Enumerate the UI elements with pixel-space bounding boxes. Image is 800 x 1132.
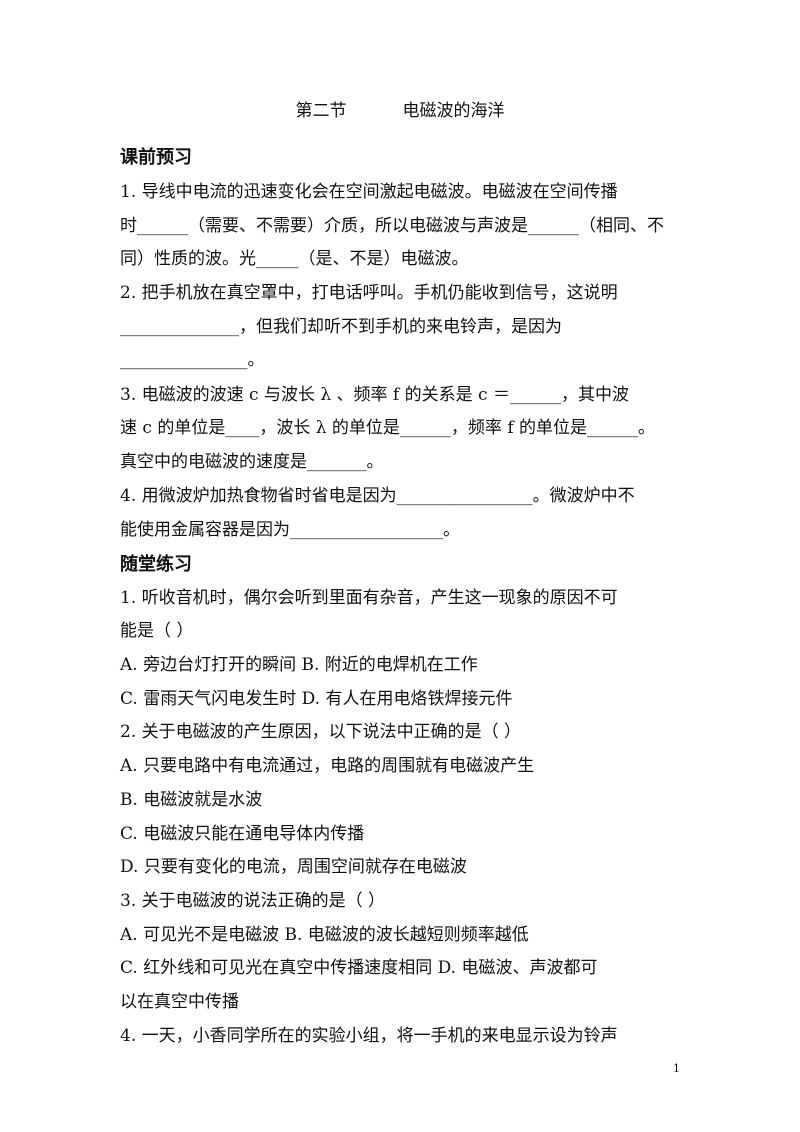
- preview-line: 能使用金属容器是因为__________________。: [120, 520, 460, 540]
- practice-line: 4. 一天，小香同学所在的实验小组，将一手机的来电显示设为铃声: [120, 1026, 618, 1046]
- practice-heading: 随堂练习: [120, 554, 192, 575]
- page-title: 第二节 电磁波的海洋: [0, 96, 800, 121]
- page-number: 1: [673, 1062, 680, 1075]
- practice-line: B. 电磁波就是水波: [120, 790, 263, 810]
- practice-line: C. 红外线和可见光在真空中传播速度相同 D. 电磁波、声波都可: [120, 958, 598, 978]
- practice-line: 以在真空中传播: [120, 992, 239, 1012]
- practice-line: D. 只要有变化的电流，周围空间就存在电磁波: [120, 857, 467, 877]
- practice-line: 能是（ ）: [120, 621, 194, 641]
- preview-line: 真空中的电磁波的速度是_______。: [120, 452, 384, 472]
- preview-line: 2. 把手机放在真空罩中，打电话呼叫。手机仍能收到信号，这说明: [120, 283, 618, 303]
- section-name: 电磁波的海洋: [402, 101, 505, 121]
- preview-line: ______________，但我们却听不到手机的来电铃声，是因为: [120, 317, 562, 337]
- practice-line: A. 只要电路中有电流通过，电路的周围就有电磁波产生: [120, 756, 535, 776]
- preview-line: 时______（需要、不需要）介质，所以电磁波与声波是______（相同、不: [120, 216, 664, 236]
- preview-line: 1. 导线中电流的迅速变化会在空间激起电磁波。电磁波在空间传播: [120, 182, 618, 202]
- preview-line: 同）性质的波。光_____（是、不是）电磁波。: [120, 249, 469, 269]
- practice-line: C. 雷雨天气闪电发生时 D. 有人在用电烙铁焊接元件: [120, 689, 513, 709]
- practice-line: 1. 听收音机时，偶尔会听到里面有杂音，产生这一现象的原因不可: [120, 588, 618, 608]
- practice-line: A. 旁边台灯打开的瞬间 B. 附近的电焊机在工作: [120, 655, 478, 675]
- preview-heading: 课前预习: [120, 147, 192, 168]
- practice-line: 3. 关于电磁波的说法正确的是（ ）: [120, 891, 386, 911]
- practice-line: A. 可见光不是电磁波 B. 电磁波的波长越短则频率越低: [120, 925, 529, 945]
- preview-line: 4. 用微波炉加热食物省时省电是因为________________。微波炉中不: [120, 486, 635, 506]
- section-number: 第二节: [295, 101, 347, 121]
- practice-line: C. 电磁波只能在通电导体内传播: [120, 824, 365, 844]
- preview-line: 速 c 的单位是____，波长 λ 的单位是______，频率 f 的单位是__…: [120, 418, 656, 438]
- preview-line: 3. 电磁波的波速 c 与波长 λ 、频率 f 的关系是 c ＝______，其…: [120, 385, 629, 405]
- preview-line: _______________。: [120, 350, 265, 370]
- practice-line: 2. 关于电磁波的产生原因，以下说法中正确的是（ ）: [120, 722, 522, 742]
